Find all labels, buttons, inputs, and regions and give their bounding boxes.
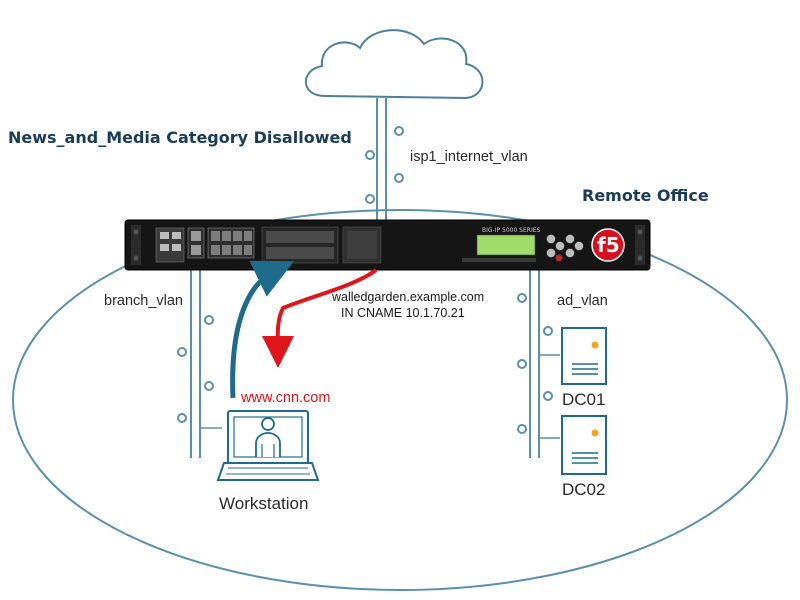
internet-vlan [365, 98, 404, 226]
office-boundary [12, 209, 788, 591]
server-icon [561, 415, 607, 475]
dns-response-line2: IN CNAME 10.1.70.21 [341, 306, 465, 320]
internet-vlan-label: isp1_internet_vlan [410, 149, 528, 165]
lcd-screen [476, 234, 536, 256]
request-url: www.cnn.com [240, 390, 330, 406]
server-icon [561, 327, 607, 385]
ad-vlan [517, 250, 560, 458]
device-model-label: BIG-IP 5000 SERIES [482, 227, 541, 234]
diagram-title: News_and_Media Category Disallowed [8, 128, 352, 147]
site-label: Remote Office [582, 186, 709, 205]
svg-text:f5: f5 [597, 233, 620, 257]
workstation-label: Workstation [219, 494, 308, 513]
big-ip-appliance-icon: BIG-IP 5000 SERIES f5 [124, 219, 651, 271]
branch-vlan [177, 250, 222, 458]
f5-logo: f5 [591, 228, 625, 262]
branch-vlan-label: branch_vlan [104, 293, 183, 309]
cloud-icon [304, 29, 484, 100]
response-arrow [261, 268, 378, 368]
request-arrow [230, 260, 294, 399]
ad-vlan-label: ad_vlan [557, 293, 608, 309]
dns-response-line1: walledgarden.example.com [331, 290, 484, 304]
dc01-label: DC01 [562, 390, 605, 409]
dc02-label: DC02 [562, 480, 605, 499]
workstation-icon [216, 410, 320, 481]
